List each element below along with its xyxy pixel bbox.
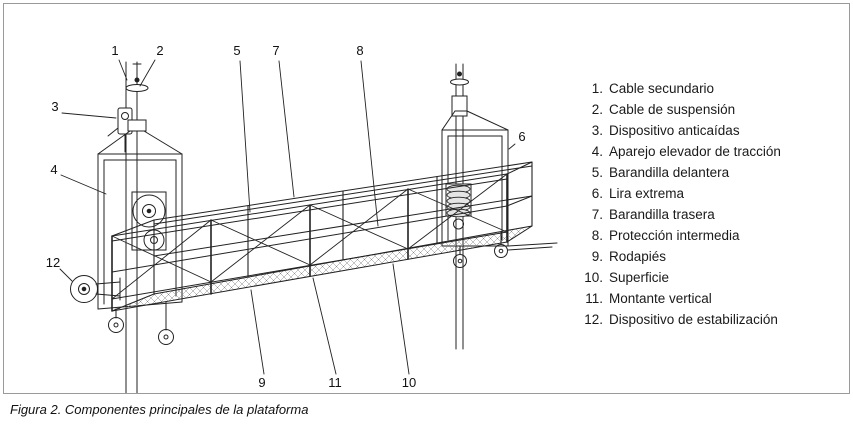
legend-item-6: 6. Lira extrema: [577, 183, 781, 204]
figure-caption: Figura 2. Componentes principales de la …: [10, 402, 309, 417]
legend-item-label: Barandilla trasera: [609, 207, 715, 222]
callout-5: 5: [233, 43, 240, 58]
legend-item-label: Cable de suspensión: [609, 102, 736, 117]
callout-8: 8: [356, 43, 363, 58]
legend-item-4: 4. Aparejo elevador de tracción: [577, 141, 781, 162]
legend-item-1: 1. Cable secundario: [577, 78, 781, 99]
callout-7: 7: [272, 43, 279, 58]
legend-item-12: 12. Dispositivo de estabilización: [577, 309, 781, 330]
legend-item-number: 6.: [591, 186, 603, 201]
legend-item-2: 2. Cable de suspensión: [577, 99, 781, 120]
callout-6: 6: [518, 129, 525, 144]
callout-12: 12: [46, 255, 60, 270]
legend-item-9: 9. Rodapiés: [577, 246, 781, 267]
legend-item-number: 7.: [591, 207, 603, 222]
legend-item-number: 10.: [584, 270, 603, 285]
callout-2: 2: [156, 43, 163, 58]
legend-item-label: Lira extrema: [609, 186, 685, 201]
platform-basket: [111, 161, 558, 312]
legend-item-number: 2.: [591, 102, 603, 117]
callout-3: 3: [51, 99, 58, 114]
legend-item-label: Dispositivo anticaídas: [609, 123, 740, 138]
legend: 1. Cable secundario 2. Cable de suspensi…: [577, 78, 781, 330]
legend-item-3: 3. Dispositivo anticaídas: [577, 120, 781, 141]
legend-item-label: Aparejo elevador de tracción: [609, 144, 781, 159]
legend-item-7: 7. Barandilla trasera: [577, 204, 781, 225]
legend-item-label: Protección intermedia: [609, 228, 740, 243]
stabilizer-wheel: [70, 275, 121, 303]
legend-item-label: Barandilla delantera: [609, 165, 730, 180]
legend-item-number: 11.: [585, 291, 603, 306]
legend-item-number: 12.: [584, 312, 603, 327]
legend-item-label: Montante vertical: [609, 291, 712, 306]
left-lira: [97, 119, 183, 310]
legend-item-label: Cable secundario: [609, 81, 715, 96]
legend-item-label: Superficie: [609, 270, 670, 285]
legend-item-5: 5. Barandilla delantera: [577, 162, 781, 183]
caster-wheels: [108, 231, 508, 345]
legend-item-label: Dispositivo de estabilización: [609, 312, 778, 327]
callout-numbers: 1 2 3 4 5 6 7 8 9 10 11 12: [46, 43, 526, 390]
legend-item-number: 4.: [591, 144, 603, 159]
callout-11: 11: [328, 375, 342, 390]
callout-10: 10: [402, 375, 416, 390]
legend-item-label: Rodapiés: [609, 249, 667, 264]
legend-item-8: 8. Protección intermedia: [577, 225, 781, 246]
floor-surface: [112, 226, 532, 311]
legend-item-11: 11. Montante vertical: [577, 288, 781, 309]
legend-item-number: 8.: [591, 228, 603, 243]
legend-item-number: 5.: [591, 165, 603, 180]
callout-4: 4: [50, 162, 57, 177]
legend-item-number: 9.: [591, 249, 603, 264]
legend-item-number: 1.: [591, 81, 603, 96]
platform-diagram: 1 2 3 4 5 6 7 8 9 10 11 12: [46, 43, 558, 393]
legend-item-10: 10. Superficie: [577, 267, 781, 288]
callout-9: 9: [258, 375, 265, 390]
diagonal-bracing: [111, 173, 508, 300]
callout-1: 1: [111, 43, 118, 58]
leader-lines: [59, 59, 516, 375]
figure-box: 1 2 3 4 5 6 7 8 9 10 11 12 1. Cable secu…: [3, 3, 850, 394]
legend-item-number: 3.: [591, 123, 603, 138]
